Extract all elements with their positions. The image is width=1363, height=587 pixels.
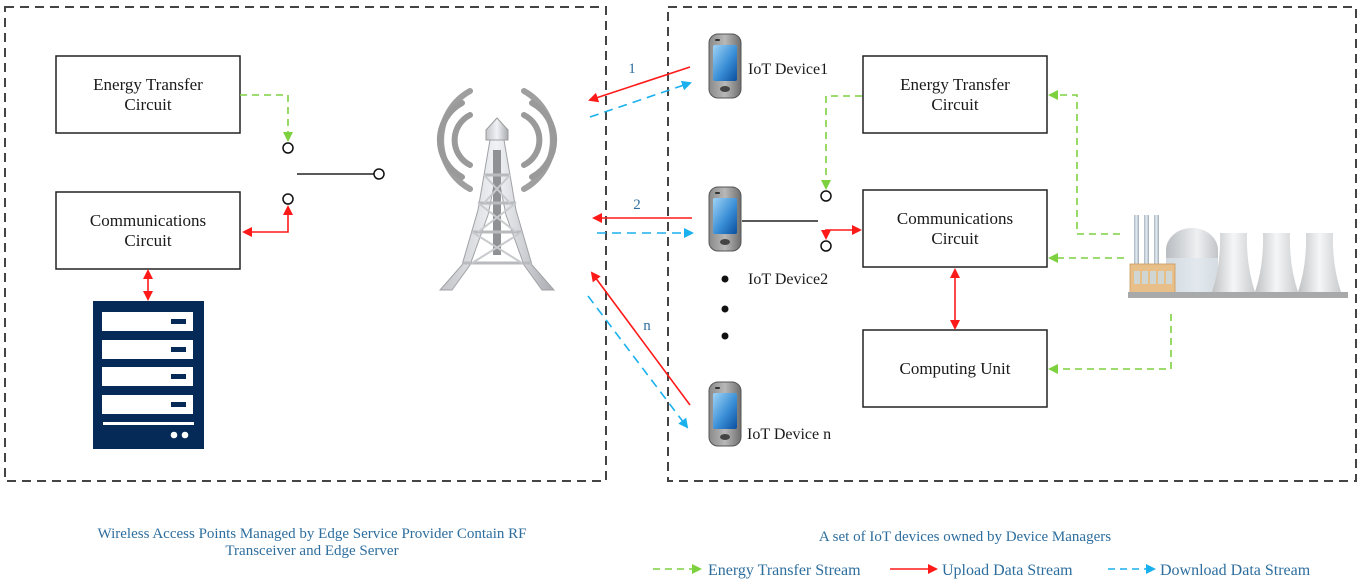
- link2-label: 2: [633, 197, 641, 213]
- legend: Energy Transfer Stream Upload Data Strea…: [653, 562, 1311, 579]
- legend-item-upload: Upload Data Stream: [890, 562, 1073, 579]
- server-rack-icon: [93, 301, 204, 449]
- right-switch-terminal-top: [820, 190, 832, 202]
- iot-device-1-label: IoT Device1: [748, 61, 828, 78]
- iot-device-2-label: IoT Device2: [748, 271, 828, 288]
- link1-upload-arrow: [588, 66, 691, 103]
- legend-item-download: Download Data Stream: [1108, 562, 1311, 579]
- computing-unit-box: Computing Unit: [862, 329, 1048, 408]
- left-energy-transfer-box: Energy Transfer Circuit: [55, 55, 241, 134]
- plant-to-energy-box-arrow: [1048, 90, 1120, 235]
- left-energy-box-line2: Circuit: [124, 95, 171, 114]
- radio-tower-icon: [436, 88, 558, 291]
- link1-label: 1: [628, 61, 636, 77]
- linkn-upload-arrow: [590, 271, 691, 406]
- right-energy-to-switch-arrow: [821, 95, 862, 190]
- left-switch-terminal-bottom: [282, 193, 294, 205]
- linkn-download-arrow: [587, 295, 689, 429]
- power-plant-icon: [1128, 215, 1348, 298]
- iot-device-1[interactable]: IoT Device1: [708, 33, 828, 99]
- device-manager-panel: [667, 6, 1357, 482]
- smartphone-icon: [708, 381, 742, 447]
- ellipsis-dot: [721, 332, 729, 340]
- link1-download-arrow: [589, 80, 692, 118]
- ellipsis-dot: [721, 275, 729, 283]
- right-energy-box-line2: Circuit: [931, 95, 978, 114]
- left-energy-arrow: [240, 94, 293, 142]
- left-comm-box-line2: Circuit: [124, 231, 171, 250]
- legend-item-energy: Energy Transfer Stream: [653, 562, 861, 579]
- right-switch-terminal-bottom: [820, 240, 832, 252]
- smartphone-icon: [708, 186, 742, 252]
- computing-unit-label: Computing Unit: [900, 359, 1011, 378]
- left-caption-line2: Transceiver and Edge Server: [225, 543, 398, 559]
- iot-device-n-label: IoT Device n: [747, 426, 831, 443]
- right-communications-box: Communications Circuit: [862, 189, 1048, 268]
- left-switch-pivot: [373, 168, 385, 180]
- smartphone-icon: [708, 33, 742, 99]
- left-energy-box-line1: Energy Transfer: [93, 75, 203, 94]
- left-upload-arrow: [242, 205, 293, 237]
- right-energy-box-line1: Energy Transfer: [900, 75, 1010, 94]
- iot-device-2[interactable]: IoT Device2: [708, 186, 828, 288]
- ellipsis-dot: [721, 305, 729, 313]
- right-caption: A set of IoT devices owned by Device Man…: [819, 529, 1111, 545]
- right-comm-box-line2: Circuit: [931, 229, 978, 248]
- left-comm-box-line1: Communications: [90, 211, 206, 230]
- left-switch-terminal-top: [282, 142, 294, 154]
- legend-download-label: Download Data Stream: [1160, 562, 1311, 579]
- right-switch-comm-arrow: [821, 225, 862, 240]
- right-energy-transfer-box: Energy Transfer Circuit: [862, 55, 1048, 134]
- edge-provider-panel: [4, 6, 607, 482]
- plant-to-computing-arrow: [1048, 314, 1172, 374]
- iot-device-n[interactable]: IoT Device n: [708, 381, 831, 447]
- linkn-label: n: [643, 318, 651, 334]
- right-comm-box-line1: Communications: [897, 209, 1013, 228]
- left-caption-line1: Wireless Access Points Managed by Edge S…: [98, 526, 527, 542]
- legend-upload-label: Upload Data Stream: [942, 562, 1073, 579]
- left-communications-box: Communications Circuit: [55, 191, 241, 270]
- legend-energy-label: Energy Transfer Stream: [708, 562, 861, 579]
